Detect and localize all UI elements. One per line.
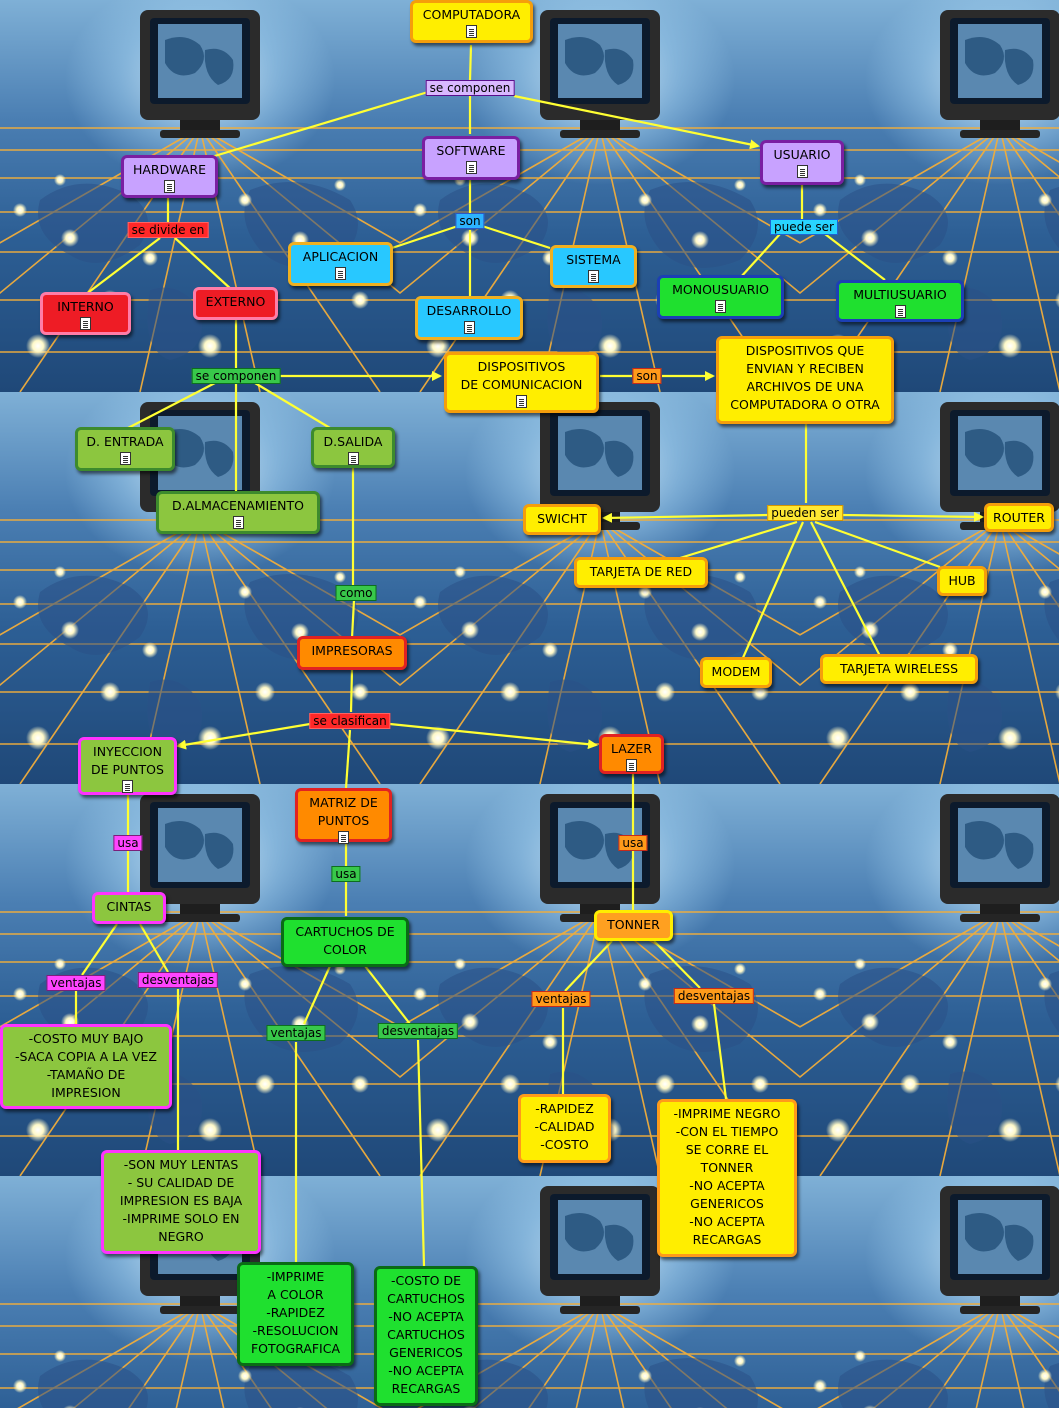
document-icon[interactable] bbox=[347, 452, 359, 465]
node-multiusuario[interactable]: MULTIUSUARIO bbox=[836, 280, 964, 322]
node-matriz-de-puntos[interactable]: MATRIZ DE PUNTOS bbox=[295, 788, 392, 844]
node-impresoras[interactable]: IMPRESORAS bbox=[297, 636, 407, 670]
node-tarjeta-wireless[interactable]: TARJETA WIRELESS bbox=[820, 654, 978, 684]
node-cintas[interactable]: CINTAS bbox=[92, 892, 166, 924]
document-icon[interactable] bbox=[465, 161, 477, 174]
node-modem[interactable]: MODEM bbox=[700, 657, 772, 688]
document-icon[interactable] bbox=[626, 759, 637, 772]
link-label-se-divide-en[interactable]: se divide en bbox=[127, 222, 209, 238]
node-d-salida[interactable]: D.SALIDA bbox=[311, 427, 395, 468]
node-d-entrada[interactable]: D. ENTRADA bbox=[75, 427, 175, 471]
link-label-ventajas-cintas[interactable]: ventajas bbox=[46, 975, 106, 991]
document-icon[interactable] bbox=[80, 317, 91, 330]
node-interno[interactable]: INTERNO bbox=[40, 292, 131, 335]
document-icon[interactable] bbox=[122, 780, 133, 793]
node-desarrollo[interactable]: DESARROLLO bbox=[415, 296, 523, 340]
node-d-almacenamiento[interactable]: D.ALMACENAMIENTO bbox=[156, 491, 320, 534]
document-icon[interactable] bbox=[463, 321, 475, 334]
node-sistema[interactable]: SISTEMA bbox=[550, 245, 637, 288]
link-label-son[interactable]: son bbox=[455, 213, 485, 229]
link-label-se-componen[interactable]: se componen bbox=[425, 80, 515, 96]
document-icon[interactable] bbox=[894, 305, 906, 318]
node-tonner-ventajas[interactable]: -RAPIDEZ -CALIDAD -COSTO bbox=[518, 1094, 611, 1163]
node-dispositivos-de-comunicacion[interactable]: DISPOSITIVOS DE COMUNICACION bbox=[444, 352, 599, 413]
node-aplicacion[interactable]: APLICACION bbox=[288, 242, 393, 286]
node-lazer[interactable]: LAZER bbox=[599, 734, 664, 774]
link-label-se-componen-2[interactable]: se componen bbox=[191, 368, 281, 384]
node-tonner[interactable]: TONNER bbox=[594, 910, 673, 941]
link-label-desventajas-cartuchos[interactable]: desventajas bbox=[377, 1023, 459, 1039]
document-icon[interactable] bbox=[338, 831, 349, 844]
link-label-ventajas-cartuchos[interactable]: ventajas bbox=[266, 1025, 326, 1041]
node-software[interactable]: SOFTWARE bbox=[422, 136, 520, 180]
link-label-como[interactable]: como bbox=[335, 585, 377, 601]
link-label-desventajas-tonner[interactable]: desventajas bbox=[673, 988, 755, 1004]
node-inyeccion-de-puntos[interactable]: INYECCION DE PUNTOS bbox=[78, 737, 177, 795]
link-label-usa-inyeccion[interactable]: usa bbox=[113, 835, 143, 851]
node-hub[interactable]: HUB bbox=[937, 566, 987, 596]
link-label-son-2[interactable]: son bbox=[632, 368, 662, 384]
document-icon[interactable] bbox=[466, 25, 477, 38]
link-label-desventajas-cintas[interactable]: desventajas bbox=[137, 972, 219, 988]
document-icon[interactable] bbox=[164, 180, 175, 193]
node-externo[interactable]: EXTERNO bbox=[193, 287, 278, 320]
link-label-usa-matriz[interactable]: usa bbox=[331, 866, 361, 882]
document-icon[interactable] bbox=[119, 452, 131, 465]
document-icon[interactable] bbox=[715, 300, 726, 313]
document-icon[interactable] bbox=[516, 395, 527, 408]
node-tonner-desventajas[interactable]: -IMPRIME NEGRO -CON EL TIEMPO SE CORRE E… bbox=[657, 1099, 797, 1257]
node-cintas-ventajas[interactable]: -COSTO MUY BAJO -SACA COPIA A LA VEZ -TA… bbox=[0, 1024, 172, 1109]
document-icon[interactable] bbox=[232, 516, 244, 529]
link-label-ventajas-tonner[interactable]: ventajas bbox=[531, 991, 591, 1007]
document-icon[interactable] bbox=[796, 165, 808, 178]
document-icon[interactable] bbox=[335, 267, 346, 280]
node-cartuchos-de-color[interactable]: CARTUCHOS DE COLOR bbox=[281, 917, 409, 967]
node-computadora[interactable]: COMPUTADORA bbox=[410, 0, 533, 43]
link-label-se-clasifican[interactable]: se clasifican bbox=[309, 713, 391, 729]
document-icon[interactable] bbox=[588, 270, 599, 283]
node-tarjeta-de-red[interactable]: TARJETA DE RED bbox=[574, 557, 708, 588]
node-cartuchos-ventajas[interactable]: -IMPRIME A COLOR -RAPIDEZ -RESOLUCION FO… bbox=[237, 1262, 354, 1366]
node-hardware[interactable]: HARDWARE bbox=[121, 155, 218, 198]
node-dispositivos-que-envian[interactable]: DISPOSITIVOS QUE ENVIAN Y RECIBEN ARCHIV… bbox=[716, 336, 894, 424]
node-router[interactable]: ROUTER bbox=[984, 503, 1054, 532]
link-label-pueden-ser[interactable]: pueden ser bbox=[767, 505, 843, 521]
node-usuario[interactable]: USUARIO bbox=[760, 140, 844, 185]
link-label-puede-ser[interactable]: puede ser bbox=[770, 219, 838, 235]
node-swicht[interactable]: SWICHT bbox=[523, 504, 601, 535]
node-cintas-desventajas[interactable]: -SON MUY LENTAS - SU CALIDAD DE IMPRESIO… bbox=[101, 1150, 261, 1254]
node-monousuario[interactable]: MONOUSUARIO bbox=[657, 275, 784, 319]
node-cartuchos-desventajas[interactable]: -COSTO DE CARTUCHOS -NO ACEPTA CARTUCHOS… bbox=[374, 1266, 478, 1406]
link-label-usa-lazer[interactable]: usa bbox=[618, 835, 648, 851]
